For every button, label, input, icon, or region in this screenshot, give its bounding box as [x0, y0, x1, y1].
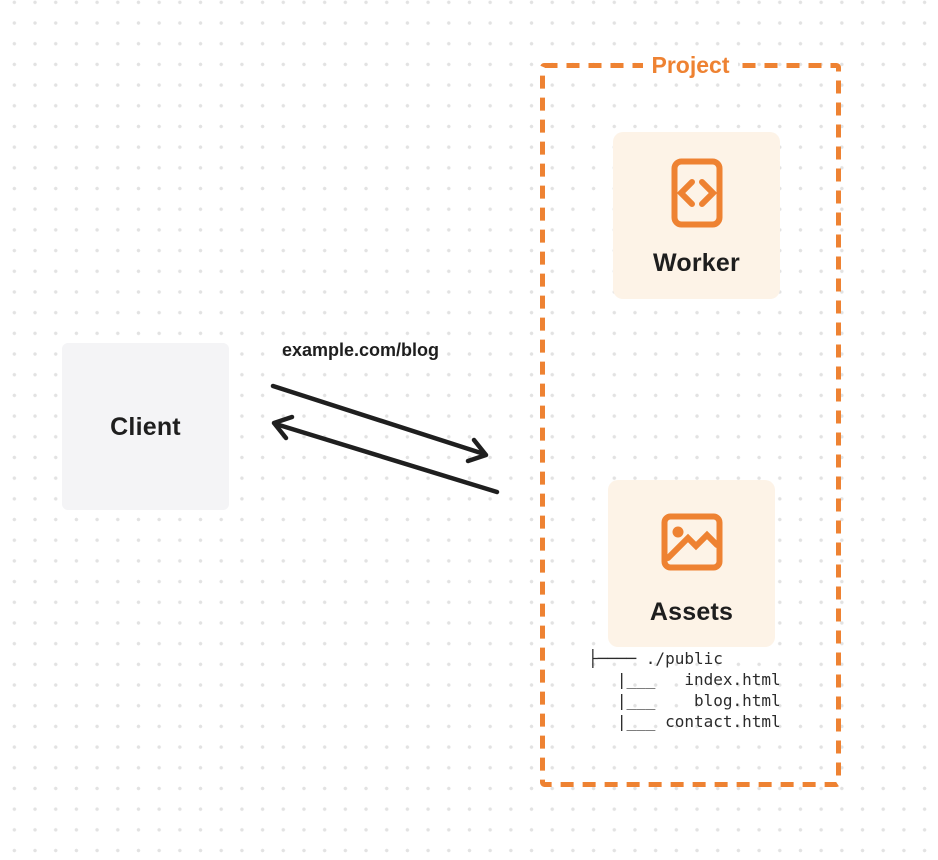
worker-box: Worker	[613, 132, 780, 299]
response-arrow	[271, 414, 500, 495]
image-icon	[661, 513, 722, 571]
assets-file-tree: ├──── ./public |___ index.html |___ blog…	[588, 649, 781, 731]
worker-label: Worker	[653, 249, 740, 277]
client-label: Client	[110, 412, 181, 441]
project-container: Project Worker Assets ├──── ./public |__…	[540, 52, 841, 787]
project-label: Project	[642, 52, 739, 78]
assets-box: Assets	[608, 480, 775, 647]
assets-label: Assets	[649, 598, 734, 626]
client-box: Client	[62, 343, 229, 510]
request-arrow	[270, 383, 489, 464]
code-file-icon	[671, 158, 722, 228]
request-url-label: example.com/blog	[282, 340, 440, 360]
